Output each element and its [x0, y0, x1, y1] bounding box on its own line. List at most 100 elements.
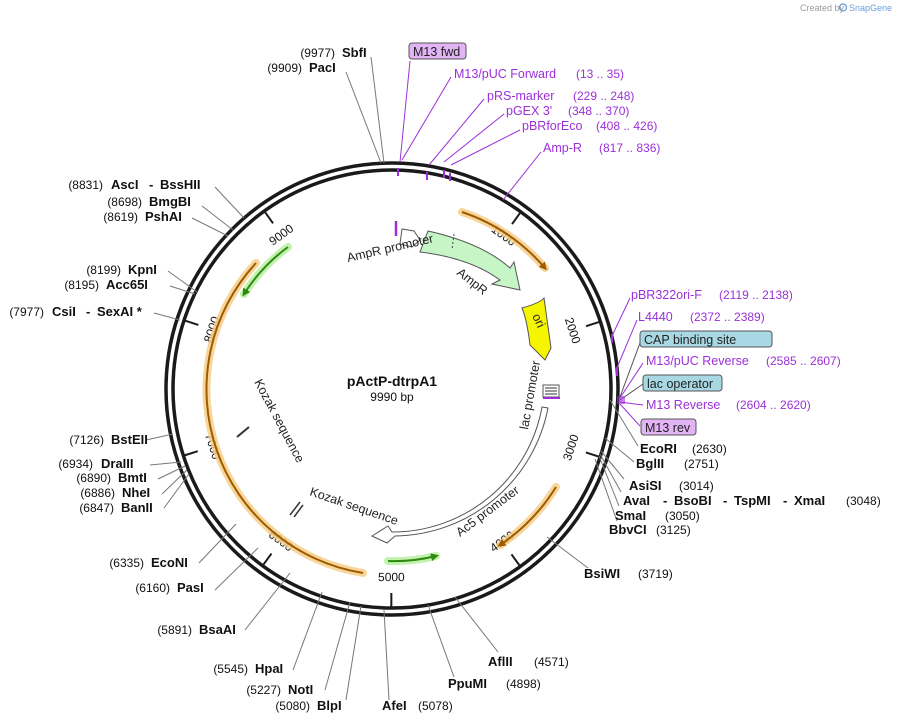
site-econi[interactable]: EcoNI: [151, 555, 188, 570]
site-bsaai-pos: (5891): [157, 623, 192, 637]
site-kpni[interactable]: KpnI: [128, 262, 157, 277]
primer-l4440-range: (2372 .. 2389): [690, 310, 765, 324]
site-bsiwi-pos: (3719): [638, 567, 673, 581]
site-aflii[interactable]: AflII: [488, 654, 513, 669]
site-csii[interactable]: CsiI: [52, 304, 76, 319]
site-draiii[interactable]: DraIII: [101, 456, 134, 471]
site-pshai[interactable]: PshAI: [145, 209, 182, 224]
feature-label-kozak-1: Kozak sequence: [251, 377, 307, 465]
site-asci-pos: (8831): [68, 178, 103, 192]
svg-text:-: -: [723, 493, 727, 508]
primer-l4440[interactable]: L4440: [638, 310, 673, 324]
site-noti-pos: (5227): [246, 683, 281, 697]
site-asisi[interactable]: AsiSI: [629, 478, 662, 493]
site-avai[interactable]: AvaI: [623, 493, 650, 508]
primer-box-m13-fwd[interactable]: [408, 42, 467, 60]
site-aflii-pos: (4571): [534, 655, 569, 669]
site-bsteii[interactable]: BstEII: [111, 432, 148, 447]
site-sbfi[interactable]: SbfI: [342, 45, 367, 60]
site-bglii-pos: (2751): [684, 457, 719, 471]
site-sbfi-pos: (9977): [300, 46, 335, 60]
site-bsobi[interactable]: BsoBI: [674, 493, 712, 508]
site-acc65i[interactable]: Acc65I: [106, 277, 148, 292]
primer-pgex-3[interactable]: pGEX 3': [506, 104, 552, 118]
tick-mark-2000: [585, 320, 601, 328]
svg-text:-: -: [86, 304, 90, 319]
site-nhei[interactable]: NheI: [122, 485, 150, 500]
primer-amp-r-range: (817 .. 836): [599, 141, 660, 155]
site-asisi-pos: (3014): [679, 479, 714, 493]
site-acc65i-pos: (8195): [64, 278, 99, 292]
site-avai-pos: (3048): [846, 494, 881, 508]
site-bglii[interactable]: BglII: [636, 456, 664, 471]
site-afei-pos: (5078): [418, 699, 453, 713]
primer-pbrforeco[interactable]: pBRforEco: [522, 119, 582, 133]
tick-label-5000: 5000: [378, 570, 405, 584]
site-bbvci[interactable]: BbvCI: [609, 522, 647, 537]
kozak-marker-2b[interactable]: [293, 504, 304, 518]
site-bmti[interactable]: BmtI: [118, 470, 147, 485]
primer-prs-marker[interactable]: pRS-marker: [487, 89, 554, 103]
site-banii[interactable]: BanII: [121, 500, 153, 515]
site-bsshii[interactable]: BssHII: [160, 177, 200, 192]
orf-arc-3[interactable]: [205, 262, 364, 574]
site-bbvci-pos: (3125): [656, 523, 691, 537]
site-tspmi[interactable]: TspMI: [734, 493, 771, 508]
site-pasi[interactable]: PasI: [177, 580, 204, 595]
orf-arc-2[interactable]: [497, 486, 557, 547]
svg-text:-: -: [149, 177, 153, 192]
tick-mark-7000: [183, 450, 199, 457]
svg-text:-: -: [783, 493, 787, 508]
site-hpai[interactable]: HpaI: [255, 661, 283, 676]
kozak-marker-2a[interactable]: [289, 501, 301, 516]
site-bsiwi[interactable]: BsiWI: [584, 566, 620, 581]
site-ppumi-pos: (4898): [506, 677, 541, 691]
site-paci[interactable]: PacI: [309, 60, 336, 75]
primer-box-m13-rev[interactable]: [640, 418, 697, 436]
primer-pbrforeco-range: (408 .. 426): [596, 119, 657, 133]
branding-created-by: Created by: [800, 3, 845, 13]
tick-label-3000: 3000: [560, 432, 582, 462]
site-smai-pos: (3050): [665, 509, 700, 523]
site-bsaai[interactable]: BsaAI: [199, 622, 236, 637]
site-afei[interactable]: AfeI: [382, 698, 407, 713]
ori-arrow[interactable]: [521, 296, 552, 361]
feature-cap-binding-site: CAP binding site: [644, 333, 736, 347]
site-blpi[interactable]: BlpI: [317, 698, 342, 713]
site-bmgbi[interactable]: BmgBI: [149, 194, 191, 209]
kozak-marker-1[interactable]: [236, 426, 250, 438]
site-xmai[interactable]: XmaI: [794, 493, 825, 508]
orf-arc-1[interactable]: [461, 211, 547, 271]
orf-arcs: [202, 208, 560, 577]
site-ecori-pos: (2630): [692, 442, 727, 456]
primer-pbr322ori-f[interactable]: pBR322ori-F: [631, 288, 702, 302]
site-hpai-pos: (5545): [213, 662, 248, 676]
site-noti[interactable]: NotI: [288, 682, 313, 697]
site-kpni-pos: (8199): [86, 263, 121, 277]
tick-mark-1000: [511, 211, 522, 225]
primer-m13-puc-reverse[interactable]: M13/pUC Reverse: [646, 354, 749, 368]
site-ppumi[interactable]: PpuMI: [448, 676, 487, 691]
tick-mark-3000: [585, 451, 601, 459]
site-blpi-pos: (5080): [275, 699, 310, 713]
tick-mark-8000: [183, 319, 199, 326]
site-ecori[interactable]: EcoRI: [640, 441, 677, 456]
ac5-promoter-arrow[interactable]: [370, 406, 549, 544]
green-orf-arc-2[interactable]: [387, 553, 439, 563]
feature-box-cap-binding-site[interactable]: [639, 330, 773, 348]
site-asci[interactable]: AscI: [111, 177, 138, 192]
site-smai[interactable]: SmaI: [615, 508, 646, 523]
feature-box-lac-operator[interactable]: [642, 374, 723, 392]
restriction-sites: (9977) SbfI (9909) PacI (8831) AscI - Bs…: [9, 45, 880, 713]
primer-amp-r[interactable]: Amp-R: [543, 141, 582, 155]
tick-label-9000: 9000: [266, 221, 296, 248]
primer-m13-reverse[interactable]: M13 Reverse: [646, 398, 720, 412]
feature-label-ac5-promoter: Ac5 promoter: [453, 483, 521, 539]
green-orf-arc-1[interactable]: [242, 246, 289, 297]
site-pasi-pos: (6160): [135, 581, 170, 595]
ampr-promoter-arrow[interactable]: [399, 228, 421, 248]
ampr-arrow[interactable]: [419, 230, 521, 291]
primer-m13-puc-forward[interactable]: M13/pUC Forward: [454, 67, 556, 81]
svg-text:-: -: [663, 493, 667, 508]
site-sexai[interactable]: SexAI *: [97, 304, 143, 319]
